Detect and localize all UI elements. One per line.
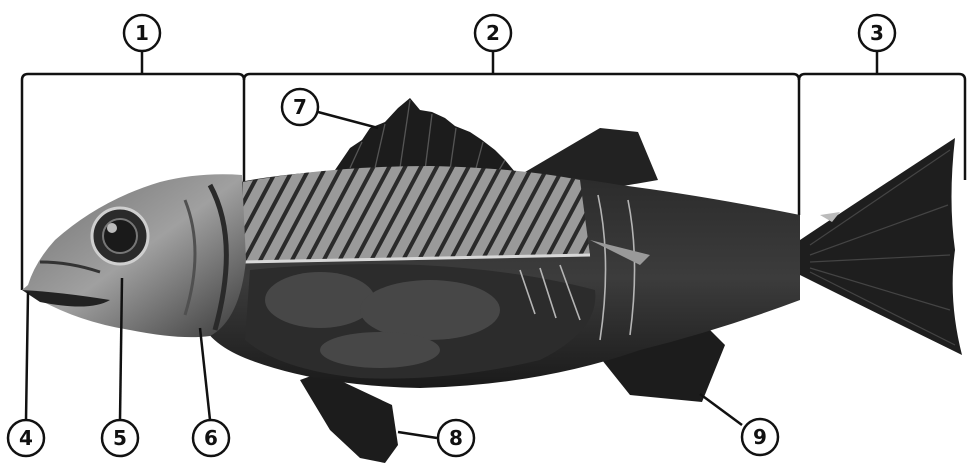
callout-5-label: 5	[113, 426, 127, 450]
callout-3: 3	[859, 15, 895, 51]
callout-9: 9	[742, 419, 778, 455]
callout-4: 4	[8, 420, 44, 456]
callout-7-label: 7	[293, 95, 307, 119]
callout-6: 6	[193, 420, 229, 456]
callout-7: 7	[282, 89, 318, 125]
callout-3-label: 3	[870, 21, 884, 45]
callout-1: 1	[124, 15, 160, 51]
fish-illustration	[22, 98, 962, 463]
callout-2: 2	[475, 15, 511, 51]
callout-6-label: 6	[204, 426, 218, 450]
callout-8-label: 8	[449, 426, 463, 450]
spiny-dorsal-fin	[335, 98, 515, 175]
callout-9-label: 9	[753, 425, 767, 449]
callout-1-label: 1	[135, 21, 149, 45]
callout-2-label: 2	[486, 21, 500, 45]
caudal-fin	[800, 138, 962, 355]
exposed-muscle-segments	[243, 166, 590, 262]
callout-8: 8	[438, 420, 474, 456]
callout-5: 5	[102, 420, 138, 456]
callout-4-label: 4	[19, 426, 33, 450]
